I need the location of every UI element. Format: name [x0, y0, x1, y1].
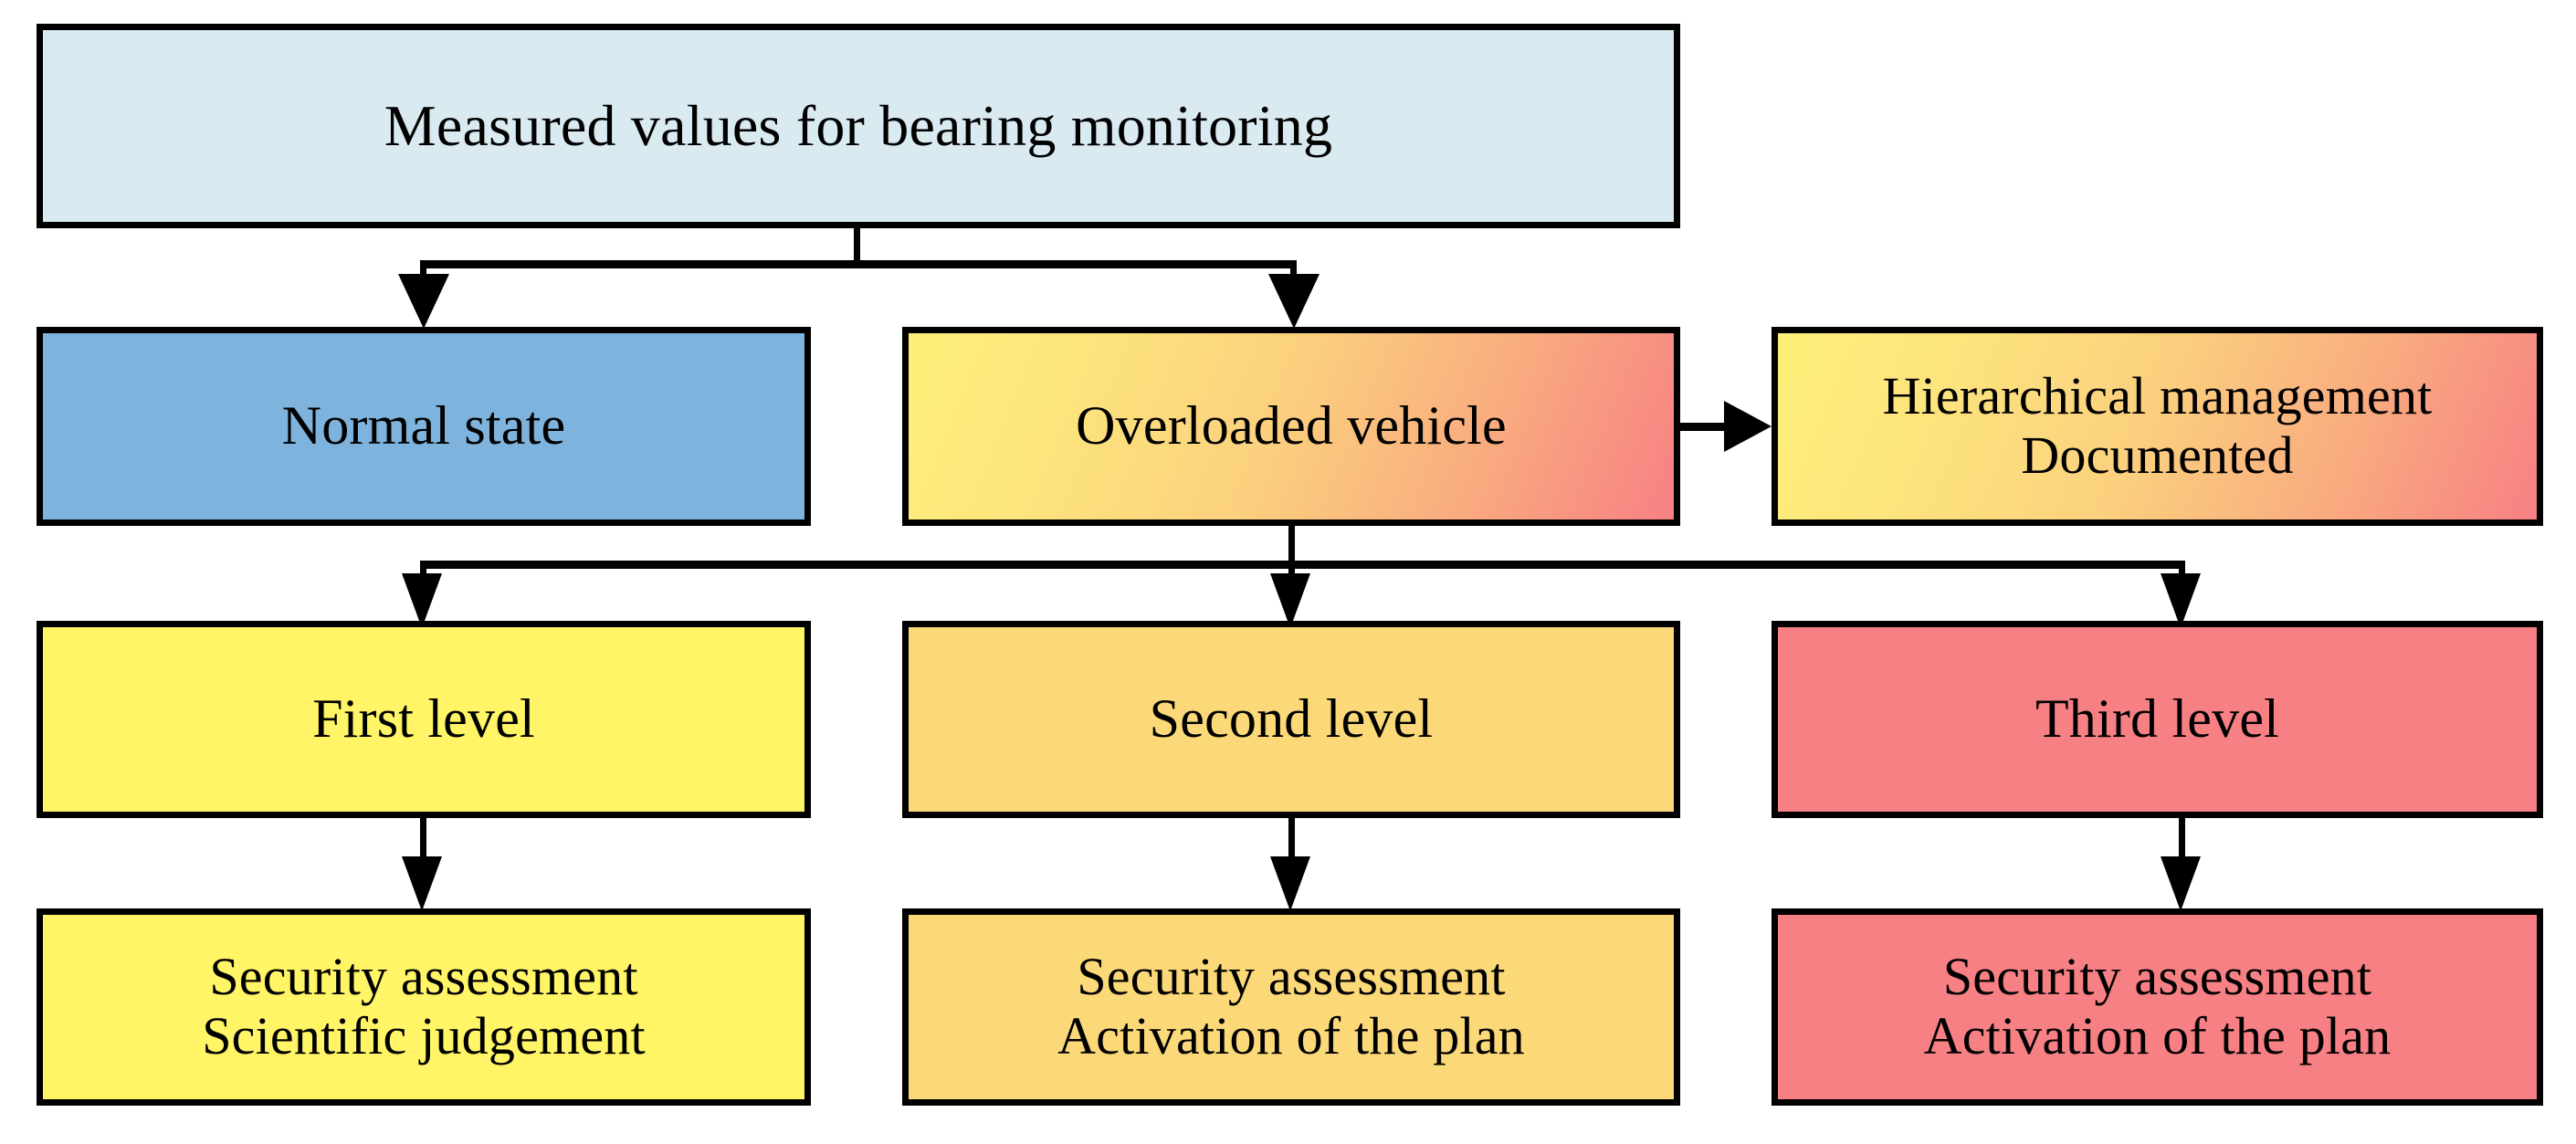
edge-second-level-to-action: [1288, 818, 1295, 866]
edge-to-second-level-drop: [1288, 561, 1295, 581]
edge-third-level-to-action: [2179, 818, 2185, 866]
edge-levels-fork-bar: [420, 561, 2185, 569]
node-measured-values[interactable]: Measured values for bearing monitoring: [37, 24, 1680, 228]
node-first-level-action-label: Security assessment Scientific judgement: [202, 947, 646, 1065]
arrow-second-level-to-action: [1270, 856, 1310, 911]
arrow-overloaded-to-hierarchical: [1724, 401, 1772, 452]
arrow-to-first-level: [402, 573, 442, 628]
node-second-level-action-label: Security assessment Activation of the pl…: [1057, 947, 1525, 1065]
node-hierarchical-management[interactable]: Hierarchical management Documented: [1772, 327, 2543, 526]
edge-to-first-level-drop: [420, 561, 426, 581]
edge-first-level-to-action: [420, 818, 426, 866]
node-normal-state[interactable]: Normal state: [37, 327, 811, 526]
edge-overloaded-to-hierarchical: [1680, 423, 1737, 431]
edge-overloaded-stem: [1288, 526, 1295, 568]
node-overloaded-vehicle-label: Overloaded vehicle: [1076, 395, 1507, 457]
node-second-level-label: Second level: [1149, 688, 1434, 750]
node-second-level-action[interactable]: Security assessment Activation of the pl…: [902, 908, 1680, 1106]
node-third-level-action[interactable]: Security assessment Activation of the pl…: [1772, 908, 2543, 1106]
arrow-to-third-level: [2161, 573, 2201, 628]
node-normal-state-label: Normal state: [281, 395, 566, 457]
arrow-root-to-overloaded-vehicle: [1268, 274, 1320, 329]
node-first-level-label: First level: [312, 688, 535, 750]
arrow-third-level-to-action: [2161, 856, 2201, 911]
node-hierarchical-management-label: Hierarchical management Documented: [1882, 366, 2433, 485]
node-overloaded-vehicle[interactable]: Overloaded vehicle: [902, 327, 1680, 526]
node-third-level-action-label: Security assessment Activation of the pl…: [1923, 947, 2392, 1065]
node-second-level[interactable]: Second level: [902, 621, 1680, 818]
edge-root-to-overloaded-drop: [1290, 260, 1297, 282]
arrow-root-to-normal-state: [398, 274, 449, 329]
node-measured-values-label: Measured values for bearing monitoring: [384, 93, 1333, 159]
arrow-to-second-level: [1270, 573, 1310, 628]
node-third-level[interactable]: Third level: [1772, 621, 2543, 818]
edge-root-fork-bar: [420, 260, 1297, 268]
edge-root-stem: [854, 228, 860, 267]
edge-root-to-normal-drop: [420, 260, 426, 282]
arrow-first-level-to-action: [402, 856, 442, 911]
node-first-level[interactable]: First level: [37, 621, 811, 818]
node-first-level-action[interactable]: Security assessment Scientific judgement: [37, 908, 811, 1106]
node-third-level-label: Third level: [2035, 688, 2280, 750]
edge-to-third-level-drop: [2179, 561, 2185, 581]
